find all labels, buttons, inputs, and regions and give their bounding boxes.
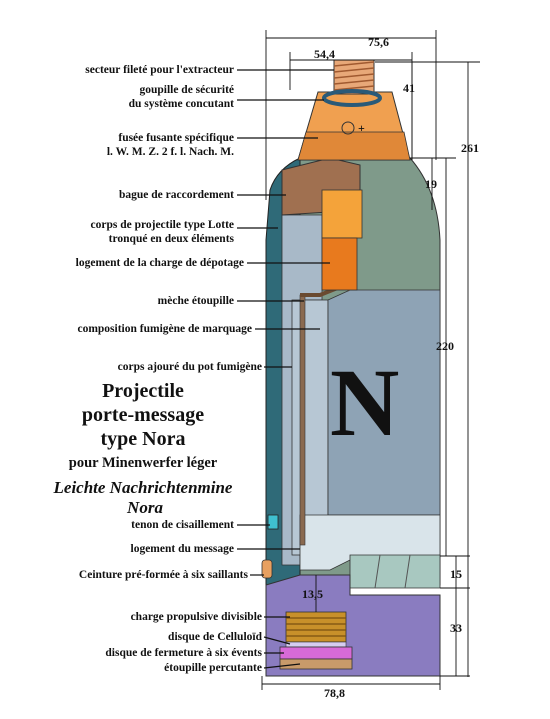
rotating-band: [349, 554, 441, 589]
celluloid-disc: [285, 641, 347, 648]
dim-base-height: 33: [450, 621, 462, 635]
label-celluloid: disque de Celluloïd: [168, 631, 263, 643]
projectile-drawing: + N: [261, 59, 441, 677]
thread-lines: [333, 61, 375, 91]
dim-thread-width: 54,4: [314, 47, 335, 61]
label-ceinture: Ceinture pré-formée à six saillants: [79, 569, 249, 581]
wick-rod: [299, 294, 306, 546]
propellant-charge: [285, 611, 347, 643]
dim-fuze-height: 41: [403, 81, 415, 95]
closing-disc: [279, 646, 353, 660]
label-disque-fermeture: disque de fermeture à six évents: [105, 647, 262, 659]
dim-total-height: 261: [461, 141, 479, 155]
label-secteur: secteur fileté pour l'extracteur: [85, 64, 234, 76]
label-corps-ajoure: corps ajouré du pot fumigène: [118, 361, 262, 373]
dim-base-width: 78,8: [324, 686, 345, 700]
fuze-plus: +: [358, 121, 365, 135]
dim-inner-gap: 13,5: [302, 587, 323, 601]
percussion-primer: [279, 658, 353, 670]
shear-pin: [267, 514, 279, 530]
body-letter: N: [330, 349, 399, 456]
smoke-composition: [327, 289, 441, 516]
label-meche: mèche étoupille: [158, 295, 234, 307]
label-bague: bague de raccordement: [119, 189, 234, 201]
label-etoupille: étoupille percutante: [164, 662, 262, 674]
safety-pin-ring: [322, 89, 382, 107]
dim-band-height: 15: [450, 567, 462, 581]
dim-body-height: 220: [436, 339, 454, 353]
label-logement-message: logement du message: [131, 543, 235, 555]
label-charge-propulsive: charge propulsive divisible: [131, 611, 262, 623]
dispersal-charge-upper: [321, 189, 363, 239]
label-logement-charge: logement de la charge de dépotage: [76, 257, 244, 269]
dimension-lines: 75,6 54,4 41 261 19 220 15 33 13,5: [261, 30, 480, 700]
fuze-marking: [341, 121, 355, 135]
dim-top-width: 75,6: [368, 35, 389, 49]
label-tenon: tenon de cisaillement: [131, 519, 234, 531]
diagram-title: Projectile porte-message type Nora pour …: [53, 380, 237, 517]
labels: secteur fileté pour l'extracteur goupill…: [53, 64, 334, 674]
fuze-dark-band: [297, 131, 411, 161]
band-stud: [261, 559, 273, 579]
label-composition: composition fumigène de marquage: [77, 323, 252, 335]
dim-ring-height: 19: [425, 177, 437, 191]
dispersal-charge-lower: [321, 237, 358, 291]
